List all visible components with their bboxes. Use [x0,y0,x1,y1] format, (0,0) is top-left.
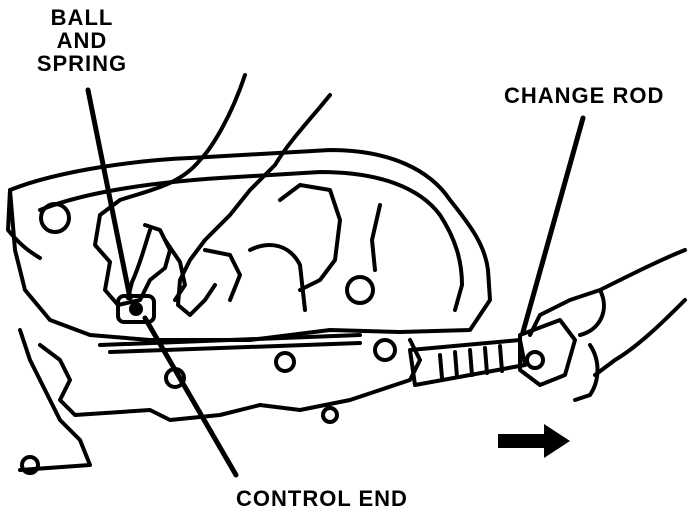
shift-rail [108,341,362,354]
ball-detent [129,302,143,316]
ball-and-spring-label: BALL AND SPRING [28,6,136,75]
bolt-boss [274,351,296,373]
change-rod-body [408,338,527,387]
right-arrow-icon [498,424,570,458]
bolt-boss [321,406,339,424]
change-rod-pin [525,350,545,370]
ball-and-spring-part [116,294,156,324]
case-inner-rim [38,170,464,312]
leader-ball-and-spring [85,87,133,301]
bolt-boss [345,275,375,305]
shift-rail [98,333,362,347]
bolt-boss [39,202,71,234]
left-hand-finger [126,228,152,300]
change-rod-boot [438,344,504,380]
right-hand-finger [203,248,242,302]
control-end-label: CONTROL END [236,486,408,511]
ball-and-spring-label-line: SPRING [36,51,128,76]
ball-and-spring-label-line: BALL [50,5,114,30]
right-hand [176,93,332,317]
lower-housing [38,338,422,422]
left-hand [93,73,247,307]
bolt-boss [20,455,40,475]
case-outline [8,148,492,342]
rod-hand [528,248,687,402]
leader-change-rod [520,115,586,335]
case-rib [248,243,307,312]
leader-control-end [142,315,239,478]
case-rib [278,183,342,292]
ball-and-spring-label-line: AND [56,28,108,53]
change-rod-clevis [518,318,577,387]
lower-housing-base [18,328,92,472]
bolt-boss [373,338,397,362]
case-rib [370,203,382,272]
change-rod-label: CHANGE ROD [504,83,665,108]
case-flange-left [6,188,42,260]
